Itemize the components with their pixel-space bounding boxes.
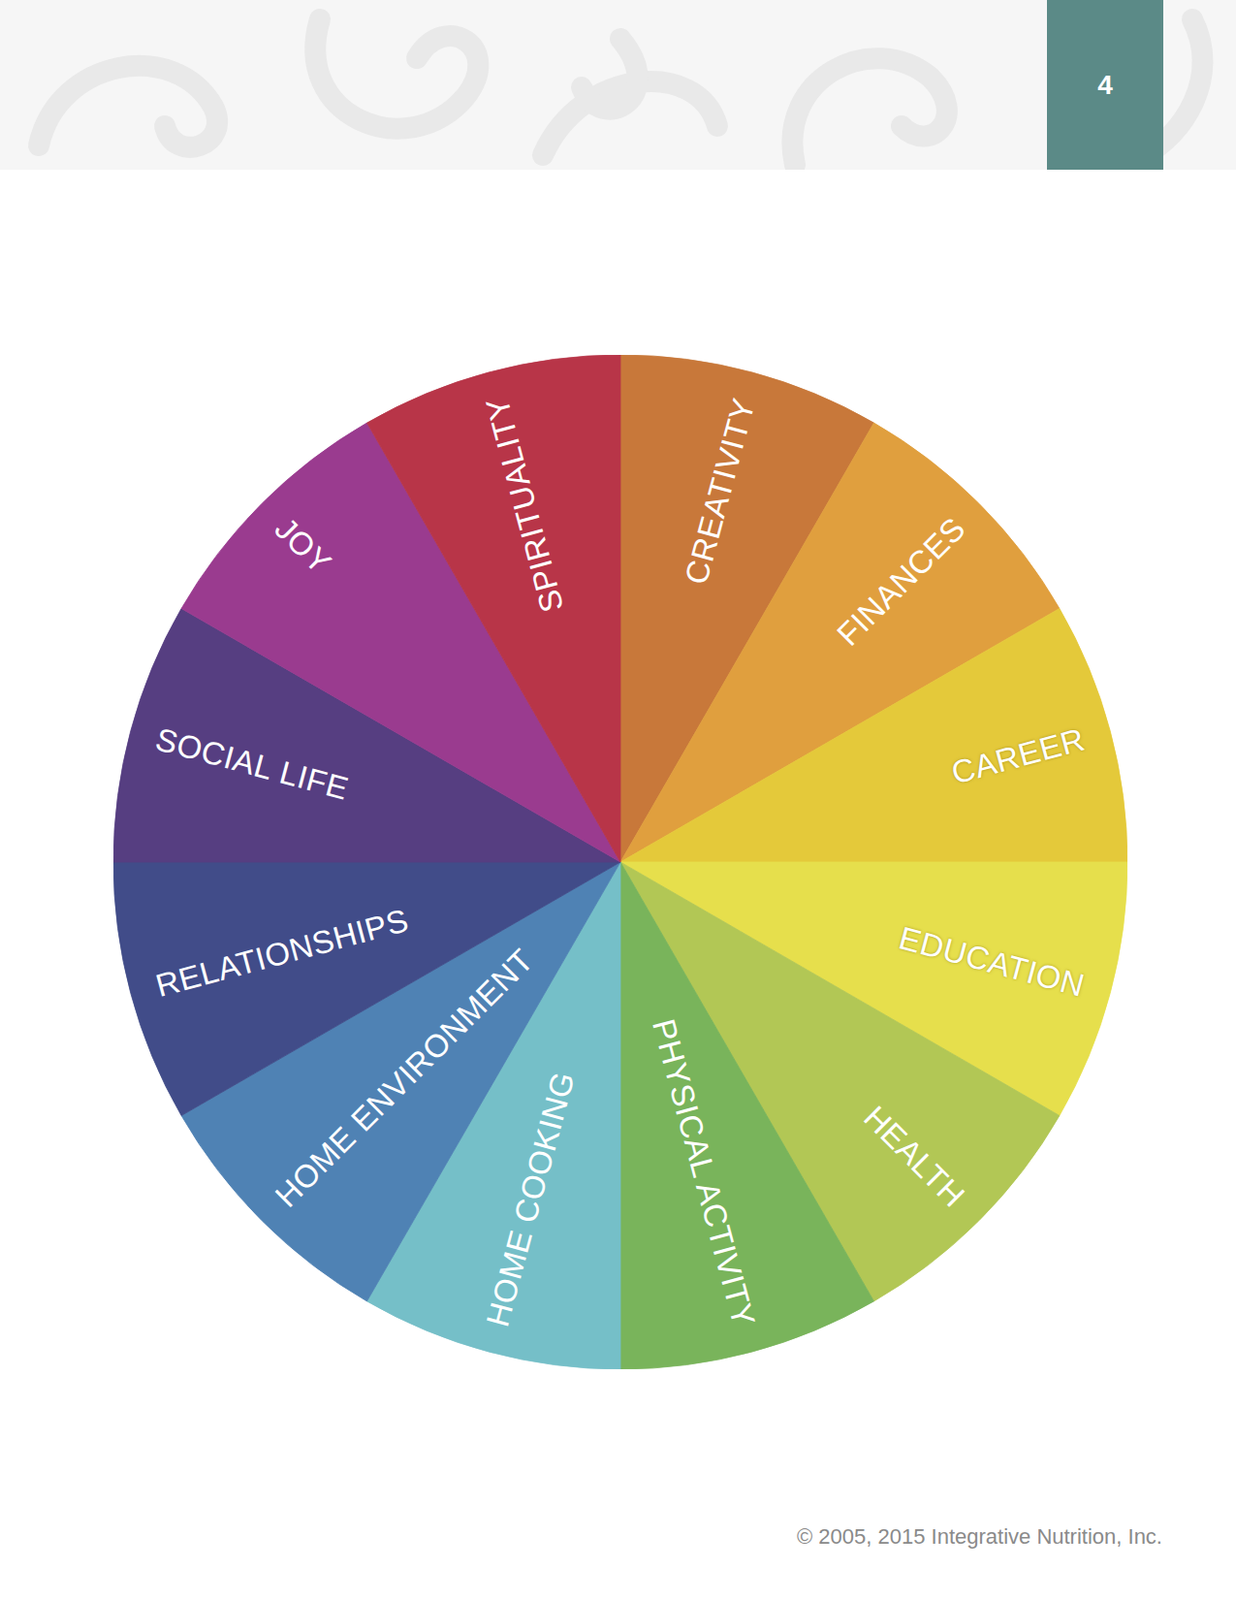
wheel-segment: SPIRITUALITY xyxy=(113,354,1128,1369)
copyright-note: © 2005, 2015 Integrative Nutrition, Inc. xyxy=(796,1523,1163,1550)
page-number: 4 xyxy=(1097,69,1113,101)
page-number-box: 4 xyxy=(1046,0,1164,170)
segment-shape xyxy=(113,354,1128,1369)
